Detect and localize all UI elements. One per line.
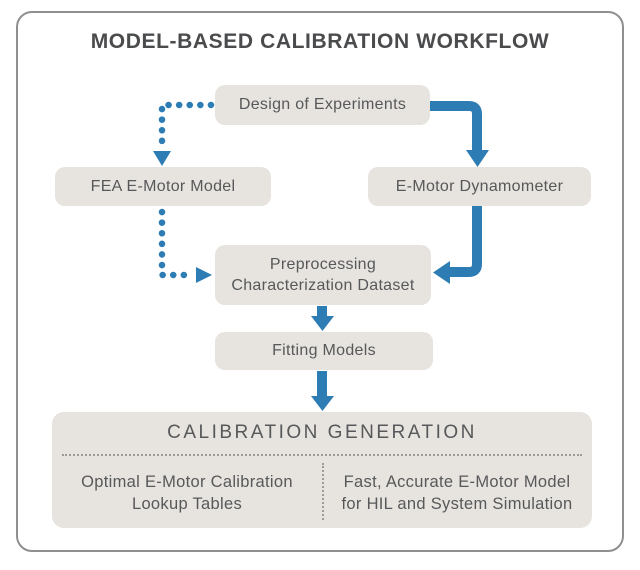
node-fitting-models-label: Fitting Models xyxy=(272,342,376,360)
node-e-motor-dynamometer-label: E-Motor Dynamometer xyxy=(395,177,564,195)
node-preprocessing-label-line2: Characterization Dataset xyxy=(231,277,415,294)
calibration-generation-header: CALIBRATION GENERATION xyxy=(167,422,477,443)
node-fea-e-motor-model: FEA E-Motor Model xyxy=(55,167,271,206)
calibration-columns: Optimal E-Motor Calibration Lookup Table… xyxy=(52,458,592,528)
calibration-right-column: Fast, Accurate E-Motor Model for HIL and… xyxy=(322,458,592,528)
calibration-right-line2: for HIL and System Simulation xyxy=(341,495,573,513)
calibration-left-column: Optimal E-Motor Calibration Lookup Table… xyxy=(52,458,322,528)
node-fea-e-motor-model-label: FEA E-Motor Model xyxy=(90,177,236,195)
panel-calibration-generation: CALIBRATION GENERATION Optimal E-Motor C… xyxy=(52,412,592,528)
node-design-of-experiments-label: Design of Experiments xyxy=(238,96,407,114)
node-fitting-models: Fitting Models xyxy=(215,332,433,370)
diagram-title: MODEL-BASED CALIBRATION WORKFLOW xyxy=(90,30,550,53)
calibration-right-line1: Fast, Accurate E-Motor Model xyxy=(343,472,571,491)
node-preprocessing-characterization-dataset: Preprocessing Characterization Dataset xyxy=(215,245,431,305)
calibration-vertical-dotted-divider xyxy=(322,463,324,520)
calibration-horizontal-dotted-rule xyxy=(62,454,582,456)
calibration-left-line1: Optimal E-Motor Calibration xyxy=(81,472,293,491)
node-e-motor-dynamometer: E-Motor Dynamometer xyxy=(368,167,591,206)
node-design-of-experiments: Design of Experiments xyxy=(215,85,430,125)
calibration-left-line2: Lookup Tables xyxy=(131,495,242,513)
node-preprocessing-label-line1: Preprocessing xyxy=(269,255,377,273)
